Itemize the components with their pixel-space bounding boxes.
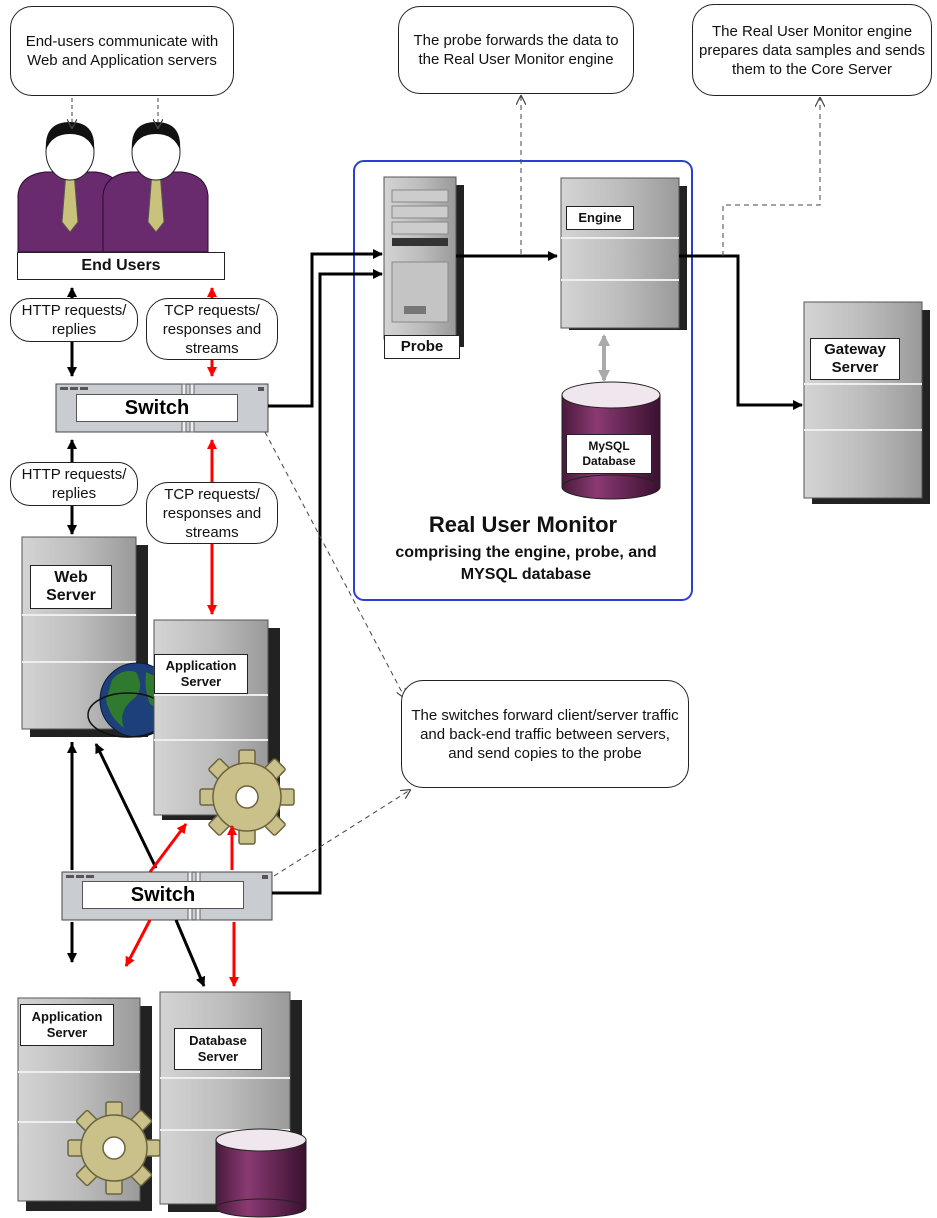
probe-callout: The probe forwards the data to the Real … [398, 6, 634, 94]
gateway-label: Gateway Server [810, 338, 900, 380]
switch-bottom-label: Switch [82, 881, 244, 909]
switch-app-bottom-red [124, 919, 152, 967]
http-requests-label-mid: HTTP requests/ replies [10, 462, 138, 506]
tcp-requests-label-top: TCP requests/ responses and streams [146, 298, 278, 360]
engine-label: Engine [566, 206, 634, 230]
db-server-label: Database Server [174, 1028, 262, 1070]
tcp-arrow-app-mid [148, 823, 188, 873]
switch2-to-probe-line [272, 269, 383, 895]
end-users-figure [17, 122, 209, 253]
engine-to-gateway-arrow [679, 254, 803, 410]
user-hair [45, 122, 95, 150]
engine-callout: The Real User Monitor engine prepares da… [692, 4, 932, 96]
app-server-bottom-label: Application Server [20, 1004, 114, 1046]
dashed-arrow [264, 431, 405, 698]
database-cylinder-icon [215, 1128, 307, 1218]
web-server-label: Web Server [30, 565, 112, 609]
tcp-requests-label-mid: TCP requests/ responses and streams [146, 482, 278, 544]
switch-top-label: Switch [76, 394, 238, 422]
http-requests-label-top: HTTP requests/ replies [10, 298, 138, 342]
gear-icon [67, 1101, 161, 1195]
web-switch-diag-arrow [94, 743, 158, 869]
probe-label: Probe [384, 335, 460, 359]
switch-to-probe-line [268, 249, 383, 408]
dashed-arrow [722, 98, 820, 256]
user-hair [131, 122, 181, 150]
rum-subtitle: comprising the engine, probe, and MYSQL … [395, 544, 657, 583]
probe-shape [383, 176, 464, 347]
engine-shape [560, 177, 687, 330]
rum-group-border [353, 160, 693, 601]
rum-title: Real User Monitor [428, 512, 618, 537]
mysql-label: MySQL Database [566, 434, 652, 474]
switch-db-arrow [174, 919, 206, 987]
gear-icon [199, 749, 295, 845]
end-users-label: End Users [17, 252, 225, 280]
app-server-mid-label: Application Server [154, 654, 248, 694]
gateway-server-shape [803, 301, 930, 504]
switch-callout: The switches forward client/server traff… [401, 680, 689, 788]
end-users-callout: End-users communicate with Web and Appli… [10, 6, 234, 96]
